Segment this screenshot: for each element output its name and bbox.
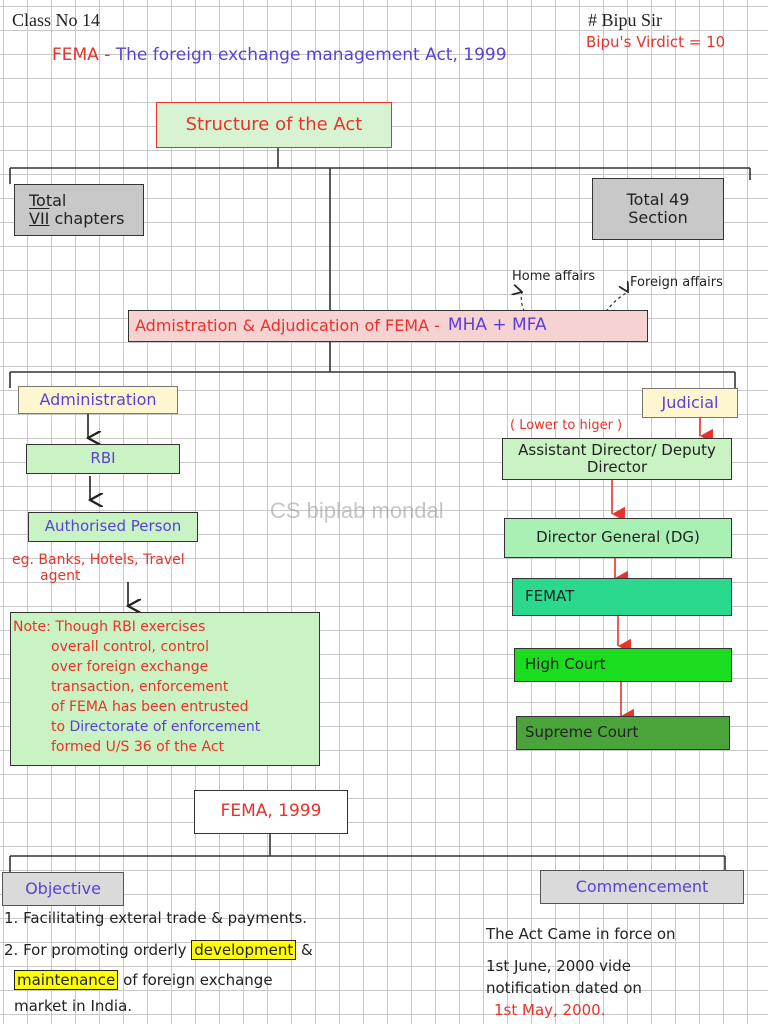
class-number: Class No 14 (12, 10, 101, 30)
judicial-order-note: ( Lower to higer ) (510, 418, 623, 433)
note-box: Note: Though RBI exercises overall contr… (10, 612, 320, 766)
note-label: Note: (13, 619, 51, 635)
high-court-box: High Court (514, 648, 732, 682)
example-line2: agent (40, 568, 81, 584)
total-chapters-box: Total VII chapters (14, 184, 144, 236)
authorised-person-box: Authorised Person (28, 512, 198, 542)
note-to: to (51, 719, 66, 735)
home-affairs-label: Home affairs (512, 269, 596, 284)
director-general-box: Director General (DG) (504, 518, 732, 558)
note-row1: Note: Though RBI exercises (13, 617, 317, 637)
supreme-court-box: Supreme Court (516, 716, 730, 750)
note-directorate: Directorate of enforcement (69, 719, 261, 735)
foreign-affairs-label: Foreign affairs (630, 275, 723, 290)
note-line1: Though RBI exercises (55, 619, 206, 635)
commencement-date1: 1st June, 2000 vide (486, 957, 631, 975)
administration-box: Administration (18, 386, 178, 414)
femat-box: FEMAT (512, 578, 732, 616)
note-line5: of FEMA has been entrusted (51, 699, 249, 715)
assistant-director-box: Assistant Director/ Deputy Director (502, 438, 732, 480)
objective-2-prefix: 2. For promoting orderly (4, 941, 187, 959)
fema-1999-box: FEMA, 1999 (194, 790, 348, 834)
judicial-box: Judicial (642, 388, 738, 418)
verdict: Bipu's Virdict = 10 (586, 33, 726, 51)
highlight-development: development (191, 940, 297, 960)
commencement-date2: 1st May, 2000. (494, 1001, 606, 1019)
teacher-name: # Bipu Sir (588, 10, 663, 30)
chapters-line2: VII chapters (29, 209, 125, 228)
chapters-line1: Total (29, 190, 67, 210)
commencement-line3: notification dated on (486, 979, 642, 997)
objective-2-amp: & (301, 941, 313, 959)
note-line2: overall control, control (51, 639, 209, 655)
watermark: CS biplab mondal (270, 498, 444, 523)
example-line1: eg. Banks, Hotels, Travel (12, 552, 185, 568)
rbi-box: RBI (26, 444, 180, 474)
title-rest: The foreign exchange management Act, 199… (115, 45, 507, 65)
admin-adjudication-label: Admistration & Adjudication of FEMA - (135, 315, 440, 335)
objective-1: 1. Facilitating exteral trade & payments… (4, 909, 308, 927)
admin-adjudication-box: Admistration & Adjudication of FEMA - MH… (128, 310, 648, 342)
objective-2-row1: 2. For promoting orderly development & (4, 940, 313, 960)
page-title: FEMA - The foreign exchange management A… (52, 45, 507, 66)
sections-line1: Total 49 (626, 189, 690, 209)
chapters-word: chapters (54, 209, 125, 228)
note-row6: to Directorate of enforcement (13, 717, 317, 737)
objective-box: Objective (2, 872, 124, 906)
chapters-numeral: VII (29, 209, 50, 228)
note-line7: formed U/S 36 of the Act (51, 739, 225, 755)
highlight-maintenance: maintenance (14, 970, 119, 990)
ministries-label: MHA + MFA (447, 315, 547, 336)
commencement-line1: The Act Came in force on (486, 925, 676, 943)
total-sections-box: Total 49 Section (592, 178, 724, 240)
objective-2-rest: of foreign exchange (123, 971, 273, 989)
objective-2-row2: maintenance of foreign exchange (14, 970, 273, 990)
note-line4: transaction, enforcement (51, 679, 229, 695)
note-line3: over foreign exchange (51, 659, 209, 675)
objective-2-row3: market in India. (14, 997, 133, 1015)
commencement-box: Commencement (540, 870, 744, 904)
title-prefix: FEMA - (52, 45, 111, 65)
structure-of-act-box: Structure of the Act (156, 102, 392, 148)
sections-line2: Section (628, 208, 688, 227)
